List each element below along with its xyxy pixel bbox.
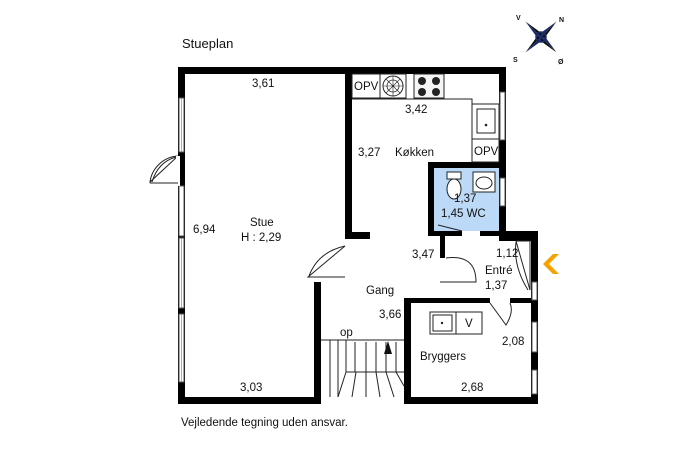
gang-name: Gang [366, 285, 394, 297]
stue-top-dim: 3,61 [252, 78, 274, 90]
compass-s: S [513, 57, 518, 64]
kitchen-name: Køkken [395, 147, 434, 159]
wc-width-dim: 1,37 [454, 193, 476, 205]
bryggers-name: Bryggers [420, 351, 466, 363]
entrance-arrow-icon [543, 254, 559, 274]
washer-label: V [465, 318, 473, 330]
compass-n: N [559, 17, 564, 24]
stairs-up-arrow-icon [384, 341, 392, 354]
doors [149, 155, 531, 326]
kitchen-opv-1: OPV [354, 81, 379, 93]
kitchen-side-dim: 3,27 [358, 147, 380, 159]
stue-bottom-dim: 3,03 [240, 382, 262, 394]
entre-name: Entré [485, 265, 513, 277]
stairs-label: op [340, 327, 353, 339]
bryggers-bottom-dim: 2,68 [461, 382, 483, 394]
compass-o: Ø [558, 59, 564, 66]
gang-top-dim: 3,47 [412, 249, 434, 261]
wc-fixtures [446, 171, 496, 200]
bryggers-fixtures [429, 311, 483, 335]
entre-top-dim: 1,12 [496, 248, 518, 260]
kitchen-opv-2: OPV [474, 146, 499, 158]
wc-name: 1,45 WC [441, 208, 486, 220]
windows [178, 91, 538, 395]
stove-icon [413, 73, 445, 99]
stue-name: Stue [250, 217, 274, 229]
plan-title: Stueplan [182, 36, 233, 51]
gang-side-dim: 3,66 [379, 309, 401, 321]
disclaimer: Vejledende tegning uden ansvar. [181, 417, 348, 429]
stue-height: H : 2,29 [241, 232, 281, 244]
toilet-icon [446, 178, 462, 200]
kitchen-top-dim: 3,42 [405, 104, 427, 116]
walls [178, 67, 538, 404]
compass-v: V [516, 15, 521, 22]
compass-rose-icon [525, 21, 557, 53]
stue-side-dim: 6,94 [193, 224, 216, 236]
entre-side-dim: 1,37 [485, 280, 507, 292]
kitchen-fixtures [351, 73, 500, 163]
washbasin-icon [475, 176, 493, 190]
sink-icon [476, 108, 496, 134]
fan-icon [382, 75, 404, 97]
utility-sink-icon [432, 314, 453, 332]
bryggers-side-dim: 2,08 [502, 336, 524, 348]
staircase [321, 339, 405, 398]
